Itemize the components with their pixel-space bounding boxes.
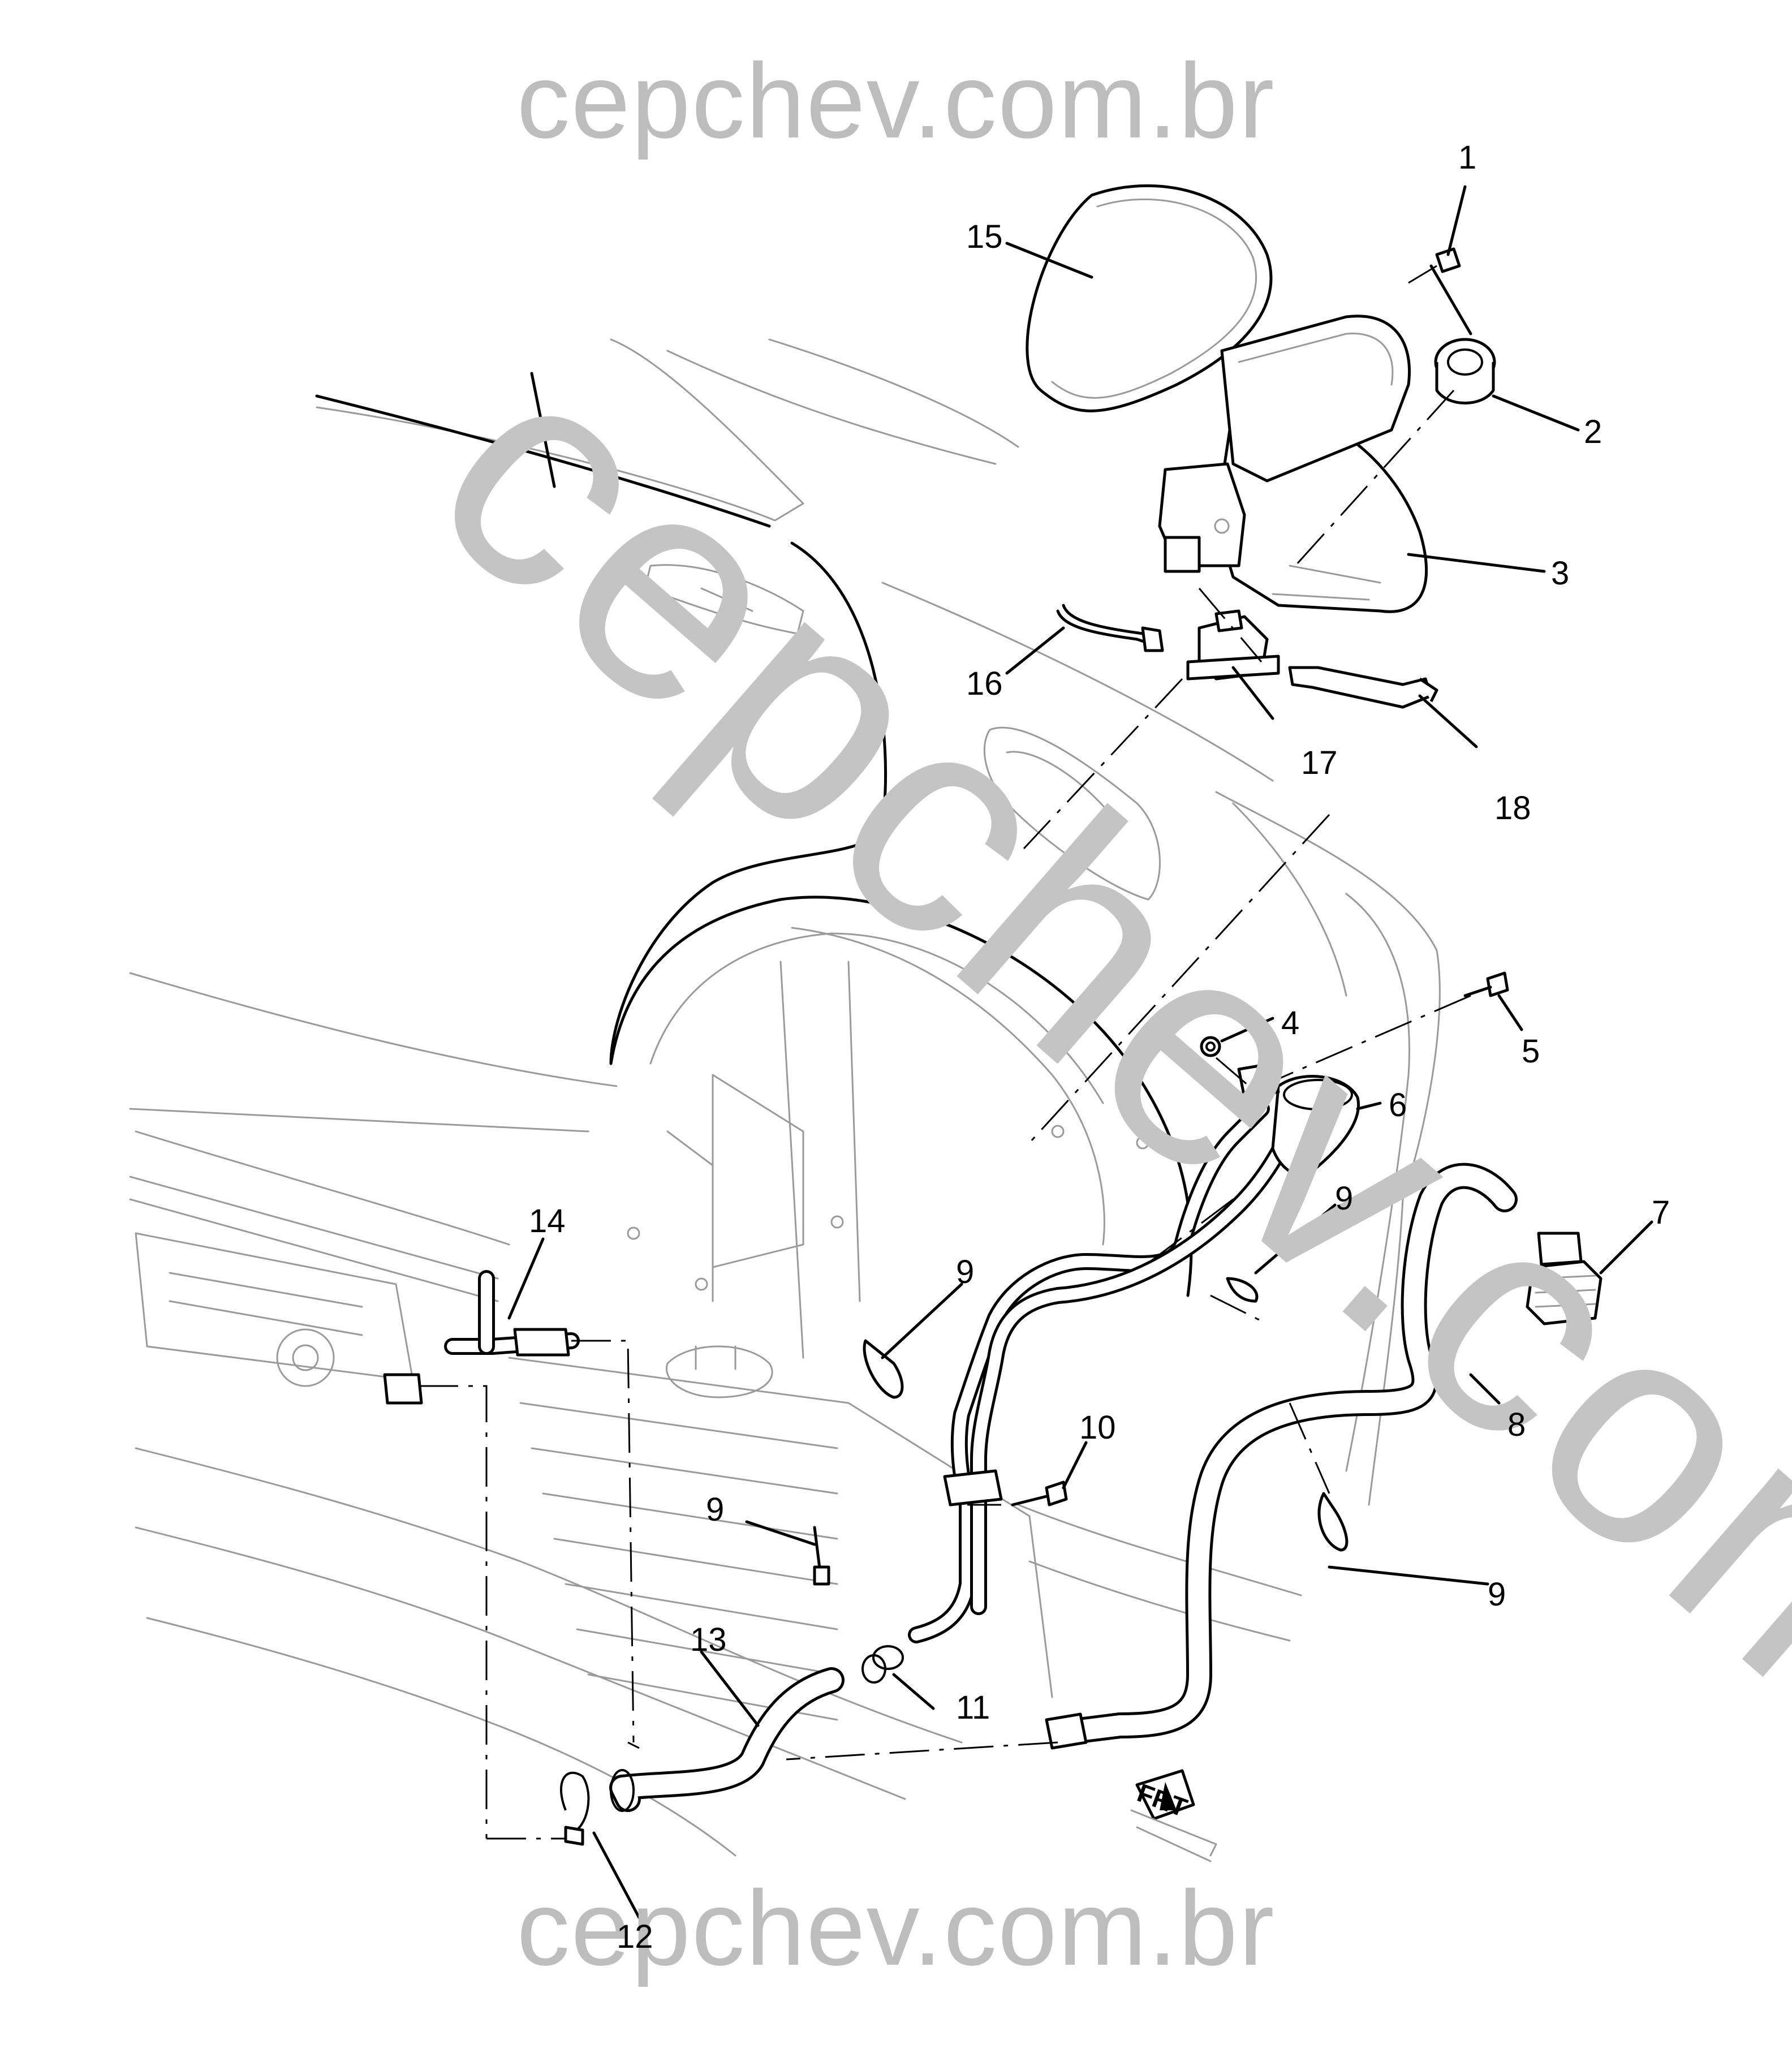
front-direction-arrow: [1130, 1769, 1217, 1862]
actuator-bracket: [1288, 666, 1438, 709]
callout-15: 15: [966, 218, 1003, 255]
fuel-door-panel: [1026, 184, 1273, 412]
callout-1: 1: [1458, 139, 1477, 176]
fuel-door-housing: [1158, 315, 1428, 613]
callout-3: 3: [1551, 555, 1570, 592]
callout-10: 10: [1079, 1409, 1116, 1446]
vent-hose: [1045, 1163, 1518, 1750]
callout-14: 14: [529, 1203, 566, 1239]
exploded-parts-diagram: cepchev.com.br cepchev.com.br cepchev.co…: [129, 41, 1792, 2062]
leader-lines: [507, 185, 1653, 1919]
cap-tether: [1429, 247, 1472, 335]
alignment-lines: [419, 265, 1471, 1840]
filler-pipe: [908, 1062, 1360, 1643]
diagram-artwork: [129, 184, 1653, 1919]
watermark-top: cepchev.com.br: [516, 41, 1276, 160]
callout-11: 11: [956, 1689, 990, 1726]
callout-5: 5: [1522, 1033, 1540, 1070]
callout-6: 6: [1389, 1087, 1407, 1124]
callout-13: 13: [690, 1621, 727, 1658]
callout-4: 4: [1281, 1005, 1300, 1041]
release-cable: [1056, 604, 1164, 652]
callout-9-upper-right: 9: [1335, 1180, 1354, 1217]
hose-clamps: [560, 1277, 1349, 1846]
callout-18: 18: [1494, 790, 1531, 827]
callout-8: 8: [1507, 1406, 1526, 1443]
callout-2: 2: [1584, 414, 1603, 450]
callout-16: 16: [966, 665, 1003, 702]
callout-7: 7: [1652, 1194, 1670, 1231]
callout-9-center: 9: [956, 1254, 975, 1290]
filler-hose: [609, 1667, 845, 1812]
callout-9-lower-left: 9: [706, 1491, 725, 1528]
fuel-cap: [1434, 338, 1496, 404]
vehicle-body-outline: [129, 338, 1441, 1506]
watermark-bottom: cepchev.com.br: [516, 1869, 1276, 1987]
fasteners: [1011, 971, 1509, 1507]
callout-12: 12: [617, 1918, 653, 1955]
vent-pipe: [383, 1270, 580, 1405]
callout-17: 17: [1301, 744, 1338, 781]
callout-9-lower-right: 9: [1488, 1576, 1506, 1613]
evap-valve: [1526, 1232, 1603, 1325]
